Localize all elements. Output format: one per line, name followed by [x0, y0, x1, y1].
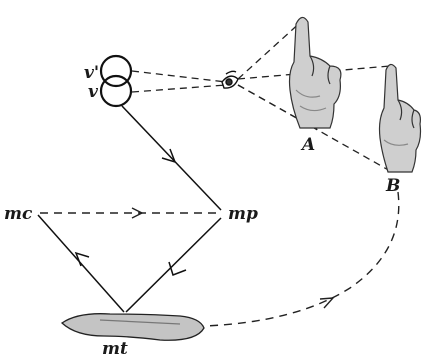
arrow-down-left-icon: [168, 261, 187, 276]
label-v-prime: v': [84, 63, 99, 83]
label-mt: mt: [102, 339, 128, 357]
arrow-up-left-icon: [74, 251, 90, 267]
arrow-right-icon: [131, 207, 144, 219]
visual-centers: [99, 54, 133, 108]
path-mt-to-mc: [37, 214, 125, 313]
label-B: B: [385, 176, 400, 196]
path-B-to-mt: [204, 191, 400, 327]
path-mc-to-mp: [40, 207, 218, 219]
arrow-down-right-icon: [161, 148, 177, 164]
eye-icon: [221, 70, 239, 89]
hand-B-icon: [378, 63, 422, 173]
label-v: v: [88, 82, 99, 102]
hand-A-icon: [288, 16, 342, 129]
circle-v: [99, 74, 133, 108]
arrow-curve-icon: [319, 297, 335, 309]
label-mp: mp: [228, 204, 258, 224]
dash-eye-A-top: [237, 19, 304, 80]
dash-line-v-eye: [131, 84, 227, 93]
path-mp-to-mt: [125, 217, 222, 313]
sight-lines-to-eye: [131, 70, 227, 93]
label-mc: mc: [4, 204, 33, 224]
circle-v-prime: [99, 54, 133, 88]
muscle-shape: [60, 313, 205, 341]
path-v-to-mp: [121, 105, 222, 211]
label-A: A: [300, 135, 315, 155]
dash-line-v-prime-eye: [131, 70, 227, 83]
